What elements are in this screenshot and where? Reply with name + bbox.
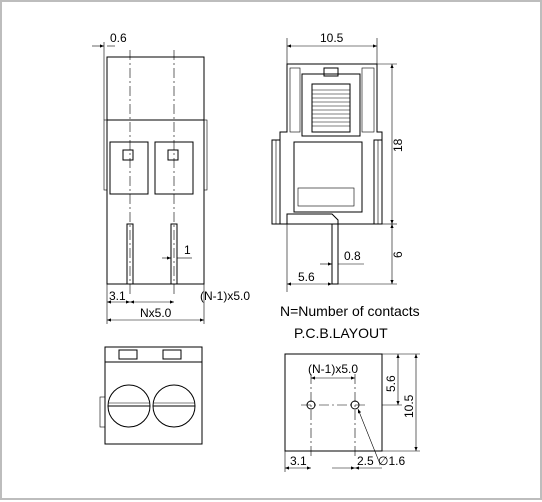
- front-side-rib-left: [103, 119, 108, 191]
- pcb-layout-title: P.C.B.LAYOUT: [294, 325, 388, 341]
- clamp-cage: [301, 73, 361, 137]
- pcb-layout: (N-1)x5.0 5.6 10.5 3.1 2.5 ∅1.6: [284, 353, 420, 472]
- pcb-dim-edge-offset: 3.1: [290, 454, 307, 468]
- front-window-left: [109, 141, 149, 195]
- top-slot-left: [118, 349, 138, 360]
- dim-label-width: 10.5: [320, 31, 344, 45]
- wire-cavity: [293, 141, 363, 213]
- hatched-wall-left: [289, 67, 301, 133]
- diameter-leader: [357, 408, 381, 465]
- pcb-outline: [284, 353, 383, 452]
- dim-label-pin-length: 6: [391, 251, 405, 258]
- dim-label-pin-width: 1: [184, 243, 191, 257]
- screw-slot-top: [323, 67, 339, 77]
- pcb-dim-row-offset: 5.6: [384, 375, 398, 392]
- contact-plate: [297, 187, 355, 207]
- dim-label-span: (N-1)x5.0: [200, 289, 250, 303]
- pin-1: [126, 223, 134, 285]
- dim-label-3-1: 3.1: [109, 289, 126, 303]
- dim-label-height: 18: [391, 138, 405, 152]
- dim-label-pin-thickness: 0.8: [344, 249, 361, 263]
- screw-thread: [312, 89, 350, 127]
- front-view: 0.6 1 3.1 (N-1)x5.0 Nx5.0: [92, 31, 250, 324]
- screw-head: [311, 83, 351, 133]
- pcb-dim-hole-diameter: ∅1.6: [378, 454, 405, 468]
- side-latch: [99, 396, 106, 428]
- pcb-dim-span: (N-1)x5.0: [308, 362, 358, 376]
- top-slot-right: [162, 349, 182, 360]
- dim-label-0-6: 0.6: [110, 31, 127, 45]
- contacts-note: N=Number of contacts: [280, 303, 420, 319]
- dim-label-total: Nx5.0: [140, 306, 172, 320]
- side-pin: [286, 213, 339, 285]
- side-view: 10.5 18 6 0.8 5.6: [271, 31, 405, 292]
- pin-2: [170, 223, 178, 285]
- pcb-dim-hole-spacing: 2.5: [357, 454, 374, 468]
- hatched-wall-right: [361, 67, 375, 133]
- screw-slot-left: [122, 149, 134, 161]
- front-side-rib-right: [203, 119, 208, 191]
- pcb-dim-depth: 10.5: [402, 394, 416, 418]
- bottom-view: [99, 346, 203, 445]
- side-housing-outline: [279, 63, 383, 225]
- bottom-housing-outline: [104, 346, 203, 445]
- dim-label-pin-offset: 5.6: [298, 270, 315, 284]
- screw-slot-right: [167, 149, 179, 161]
